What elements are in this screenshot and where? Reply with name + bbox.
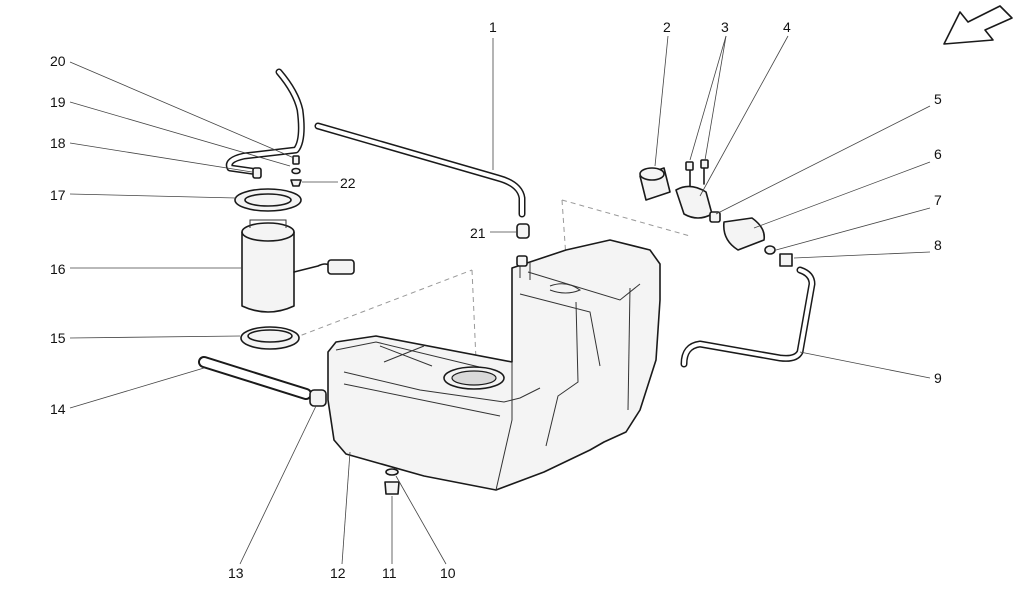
callout-18: 18 <box>50 135 66 151</box>
straight-pipe <box>198 356 312 400</box>
fuel-pump <box>241 219 355 313</box>
filler-bent-pipe <box>225 68 305 176</box>
callout-7: 7 <box>934 192 942 208</box>
fuel-tank <box>327 239 661 491</box>
direction-arrow-icon <box>943 5 1013 45</box>
leader-lines <box>69 35 931 565</box>
callout-19: 19 <box>50 94 66 110</box>
callout-6: 6 <box>934 146 942 162</box>
small-fittings <box>252 155 302 187</box>
callout-17: 17 <box>50 187 66 203</box>
callout-9: 9 <box>934 370 942 386</box>
tube-connector <box>516 223 530 239</box>
callout-22: 22 <box>340 175 356 191</box>
vent-tube <box>314 122 526 218</box>
pipe-sleeve <box>309 389 327 407</box>
callout-10: 10 <box>440 565 456 581</box>
drain-plug <box>384 468 400 495</box>
filter-bracket <box>639 159 713 219</box>
callout-8: 8 <box>934 237 942 253</box>
callout-labels: 1 2 3 4 5 6 7 8 9 10 11 12 13 14 15 16 1… <box>50 19 942 581</box>
callout-2: 2 <box>663 19 671 35</box>
callout-16: 16 <box>50 261 66 277</box>
callout-21: 21 <box>470 225 486 241</box>
callout-4: 4 <box>783 19 791 35</box>
fuel-hose <box>680 266 816 368</box>
callout-12: 12 <box>330 565 346 581</box>
callout-5: 5 <box>934 91 942 107</box>
callout-3: 3 <box>721 19 729 35</box>
callout-14: 14 <box>50 401 66 417</box>
callout-20: 20 <box>50 53 66 69</box>
pump-lock-ring <box>240 326 300 350</box>
callout-15: 15 <box>50 330 66 346</box>
callout-1: 1 <box>489 19 497 35</box>
construction-lines <box>267 199 691 361</box>
callout-13: 13 <box>228 565 244 581</box>
callout-11: 11 <box>382 565 397 581</box>
fuel-filter <box>709 211 793 267</box>
pump-flange-ring <box>234 188 302 212</box>
